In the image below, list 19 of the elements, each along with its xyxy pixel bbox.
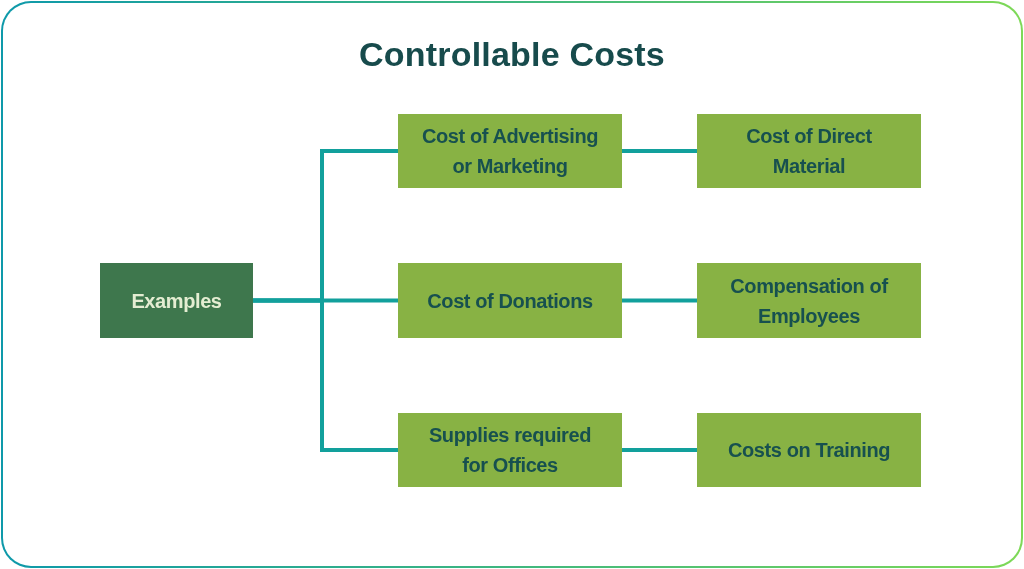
connector-line: [622, 149, 697, 153]
box-label: Supplies required for Offices: [427, 423, 593, 478]
example-box: [398, 114, 622, 188]
example-box: [697, 114, 921, 188]
connector-line: [622, 298, 697, 303]
box-label: Examples: [131, 288, 222, 314]
box-label: Cost of Direct Material: [745, 124, 873, 179]
box-label: Compensation of Employees: [729, 273, 890, 329]
box-label: Cost of Donations: [427, 288, 593, 314]
connector-line: [622, 448, 697, 452]
box-label: Costs on Training: [727, 438, 891, 463]
diagram-title: Controllable Costs: [359, 34, 665, 74]
category-box: [100, 263, 253, 338]
example-box: [697, 263, 921, 338]
connector-line: [253, 298, 398, 452]
example-box: [697, 413, 921, 487]
example-box: [398, 413, 622, 487]
box-label: Cost of Advertising or Marketing: [420, 124, 600, 179]
example-box: [398, 263, 622, 338]
